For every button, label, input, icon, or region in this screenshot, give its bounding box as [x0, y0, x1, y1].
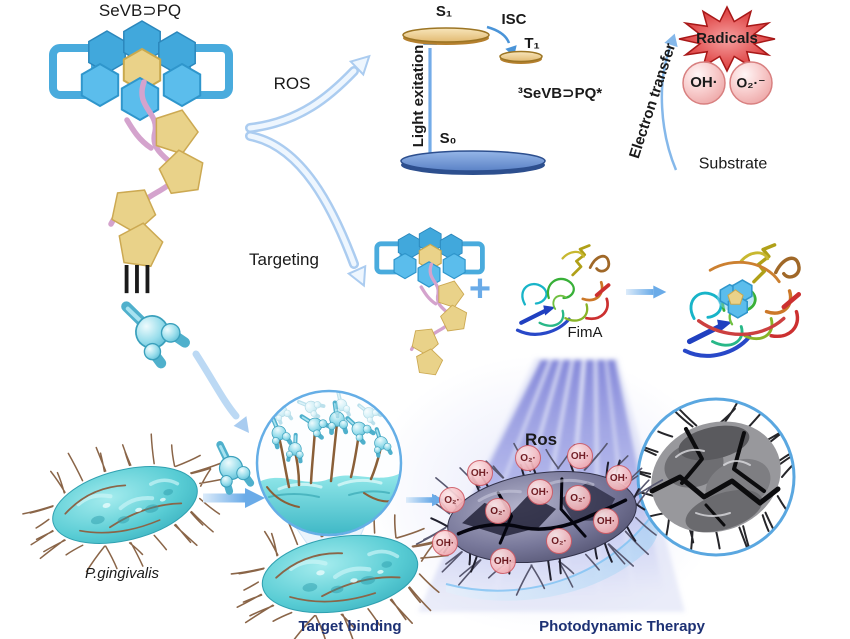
ros-bubble: OH· — [606, 465, 632, 491]
ros-bubble: O₂· — [565, 485, 591, 511]
isc-label: ISC — [501, 11, 527, 29]
ros-bubble: O₂· — [439, 487, 465, 513]
host-guest-structure — [49, 20, 233, 269]
s0-level-disc — [400, 150, 546, 175]
ros-bubble-label: OH· — [570, 450, 590, 462]
superoxide-sphere — [729, 61, 773, 105]
triplet-species-label: ³SeVB⊃PQ* — [517, 85, 603, 103]
s1-label: S₁ — [435, 3, 453, 21]
bacteria-to-zoom-arrow — [203, 488, 265, 508]
ros-bubble: OH· — [432, 530, 458, 556]
ros-title: Ros — [524, 430, 558, 450]
substrate-label: Substrate — [698, 155, 768, 173]
light-excitation-label: Light exitation — [410, 44, 428, 148]
t1-level-disc — [499, 50, 543, 64]
radicals-title: Radicals — [696, 30, 758, 48]
s0-label: S₀ — [439, 130, 457, 148]
ros-bubble-label: OH· — [470, 467, 490, 479]
sem-zoom-circle — [636, 397, 796, 557]
caption-photodynamic-therapy: Photodynamic Therapy — [539, 618, 705, 636]
ros-bubble: O₂· — [515, 445, 541, 471]
targeting-arrow-label: Targeting — [249, 250, 319, 270]
caption-target-binding: Target binding — [298, 618, 402, 636]
targeting-molecule-small — [211, 445, 257, 495]
host-guest-structure-small — [377, 228, 483, 376]
plus-sign: + — [468, 268, 492, 311]
superoxide-label: O₂·⁻ — [736, 74, 766, 91]
ros-bubble-label: OH· — [530, 486, 550, 498]
electron-transfer-arrow — [660, 33, 678, 171]
ros-bubble: OH· — [467, 460, 493, 486]
targeting-curved-arrow — [245, 131, 374, 291]
magnifier-swoosh — [445, 507, 660, 601]
ros-bubble: OH· — [490, 548, 516, 574]
ros-bubble: OH· — [527, 479, 553, 505]
ros-bubble: OH· — [593, 508, 619, 534]
hydroxyl-label: OH· — [690, 74, 718, 92]
ros-bubble-label: OH· — [596, 515, 616, 527]
ros-bubble: O₂· — [485, 498, 511, 524]
ros-bubble-label: O₂· — [444, 494, 460, 506]
target-binding-zoom-circle — [255, 389, 403, 537]
ros-bubble-label: OH· — [435, 537, 455, 549]
bacterium-name: P.gingivalis — [85, 565, 159, 583]
ros-bubble: O₂· — [546, 528, 572, 554]
ros-bubble-label: OH· — [609, 472, 629, 484]
ros-bubble: OH· — [567, 443, 593, 469]
bound-host-cluster — [717, 279, 754, 319]
ros-bubble-label: O₂· — [570, 492, 586, 504]
ros-bubble-label: O₂· — [520, 452, 536, 464]
molecule-to-bacteria-arrow — [192, 350, 256, 438]
ros-arrow-label: ROS — [273, 74, 311, 94]
complex-title: SeVB⊃PQ — [98, 1, 182, 21]
assembly-arrow — [626, 285, 667, 299]
ros-bubble-label: O₂· — [551, 535, 567, 547]
fima-label: FimA — [567, 324, 603, 342]
fima-host-complex-ribbon — [685, 245, 799, 356]
ros-bubble-label: O₂· — [490, 505, 506, 517]
fima-protein-ribbon — [518, 246, 609, 335]
s1-level-disc — [402, 27, 490, 45]
t1-label: T₁ — [524, 35, 540, 53]
equivalence-symbol: ||| — [122, 260, 154, 294]
ros-curved-arrow — [245, 48, 377, 133]
ros-bubble-label: OH· — [493, 555, 513, 567]
hydroxyl-sphere — [682, 61, 726, 105]
targeting-molecule — [126, 299, 187, 367]
